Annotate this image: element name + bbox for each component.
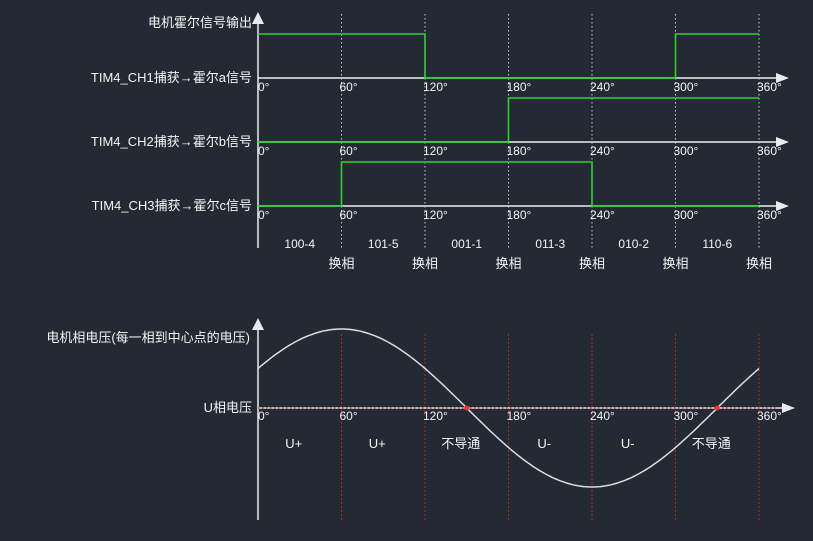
voltage-angle-label: 240° [590,409,615,423]
hall-state-label: 110-6 [702,237,732,251]
hall-title: 电机霍尔信号输出 [148,15,252,30]
hall-angle-label: 60° [340,80,358,94]
voltage-x-axis-arrow-icon [782,403,795,413]
hall-y-axis-arrow-icon [252,12,264,24]
conduction-segment-label: U- [537,436,551,451]
hall-angle-label: 60° [340,144,358,158]
hall-angle-label: 360° [757,144,782,158]
conduction-segment-label: 不导通 [692,436,731,451]
hall-angle-label: 300° [674,80,699,94]
phase-voltage-wave [257,328,760,488]
hall-signal-label: TIM4_CH2捕获→霍尔b信号 [91,134,252,149]
hall-state-label: 101-5 [368,237,399,251]
hall-signal-row-c: TIM4_CH3捕获→霍尔c信号 [92,198,252,213]
hall-angle-label: 0° [258,144,270,158]
hall-angle-label: 180° [507,144,532,158]
hall-angle-label: 120° [423,208,448,222]
hall-angle-label: 300° [674,208,699,222]
voltage-angle-label: 180° [507,409,532,423]
hall-angle-label: 360° [757,80,782,94]
hall-angle-label: 0° [258,208,270,222]
hall-angle-label: 60° [340,208,358,222]
hall-angle-label: 0° [258,80,270,94]
hall-signal-row-b: TIM4_CH2捕获→霍尔b信号 [91,134,252,149]
hall-signal-wave [258,97,759,143]
hall-signal-row-a: TIM4_CH1捕获→霍尔a信号 [91,70,252,85]
commutation-label: 换相 [328,256,354,271]
hall-signal-label: TIM4_CH1捕获→霍尔a信号 [91,70,252,85]
hall-angle-label: 120° [423,80,448,94]
hall-baseline-arrow-icon [776,201,789,211]
hall-angle-label: 120° [423,144,448,158]
hall-angle-label: 240° [590,80,615,94]
conduction-segment-label: U- [621,436,635,451]
commutation-label: 换相 [746,256,772,271]
hall-signal-wave [258,161,759,207]
voltage-axis-label: U相电压 [204,400,252,415]
hall-state-label: 100-4 [284,237,315,251]
commutation-label: 换相 [495,256,521,271]
hall-angle-label: 180° [507,208,532,222]
conduction-segment-label: U+ [369,436,386,451]
hall-baseline-arrow-icon [776,73,789,83]
phase-voltage-section: 电机相电压(每一相到中心点的电压) U相电压 0° 60° 120° 180° 240°… [46,318,795,520]
voltage-title: 电机相电压(每一相到中心点的电压) [46,330,250,345]
voltage-angle-label: 360° [757,409,782,423]
hall-state-label: 010-2 [618,237,649,251]
commutation-label: 换相 [412,256,438,271]
hall-state-label: 011-3 [535,237,565,251]
conduction-segment-label: 不导通 [441,436,480,451]
voltage-angle-label: 300° [674,409,699,423]
zero-crossing-marker [464,405,470,411]
hall-angle-label: 240° [590,144,615,158]
hall-signal-label: TIM4_CH3捕获→霍尔c信号 [92,198,252,213]
hall-angle-label: 360° [757,208,782,222]
voltage-angle-label: 60° [340,409,358,423]
hall-angle-label: 300° [674,144,699,158]
hall-angle-label: 180° [507,80,532,94]
hall-signal-wave [258,33,759,79]
commutation-label: 换相 [579,256,605,271]
voltage-angle-label: 120° [423,409,448,423]
hall-baseline-arrow-icon [776,137,789,147]
hall-angle-label: 240° [590,208,615,222]
zero-crossing-marker [714,405,720,411]
voltage-y-axis-arrow-icon [252,318,264,330]
commutation-label: 换相 [662,256,688,271]
hall-signal-section: 电机霍尔信号输出 TIM4_CH1捕获→霍尔a信号 TIM4_CH2捕获→霍尔b… [91,12,789,271]
hall-state-label: 001-1 [451,237,482,251]
voltage-angle-label: 0° [258,409,270,423]
conduction-segment-label: U+ [285,436,302,451]
